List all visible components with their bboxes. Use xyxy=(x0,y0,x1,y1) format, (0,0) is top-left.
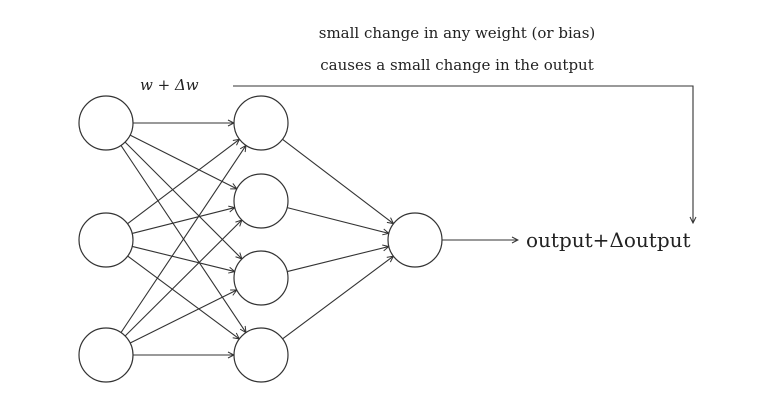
connection-edge xyxy=(287,246,389,273)
connection-edge xyxy=(287,207,389,234)
annotation-line-2: causes a small change in the output xyxy=(320,56,594,74)
connection-edge xyxy=(127,139,240,225)
output-label: output+Δoutput xyxy=(526,228,691,252)
connection-edge xyxy=(124,220,242,337)
connection-edge xyxy=(129,290,237,344)
connection-edge xyxy=(132,208,235,234)
hidden-neuron xyxy=(233,250,289,306)
output-neuron xyxy=(387,212,443,268)
input-neuron xyxy=(78,212,134,268)
annotation-arrow xyxy=(233,85,693,223)
connection-edge xyxy=(127,255,240,339)
weight-label: w + Δw xyxy=(140,76,199,94)
connection-edge xyxy=(282,138,393,223)
input-neuron xyxy=(78,327,134,383)
input-neuron xyxy=(78,95,134,151)
connection-edge xyxy=(120,145,246,333)
hidden-neuron xyxy=(233,95,289,151)
connection-edge xyxy=(124,141,242,259)
hidden-neuron xyxy=(233,327,289,383)
connection-edge xyxy=(132,245,235,271)
hidden-neuron xyxy=(233,173,289,229)
connection-edge xyxy=(282,256,394,340)
annotation-line-1: small change in any weight (or bias) xyxy=(318,24,596,42)
connection-edge xyxy=(129,134,237,189)
